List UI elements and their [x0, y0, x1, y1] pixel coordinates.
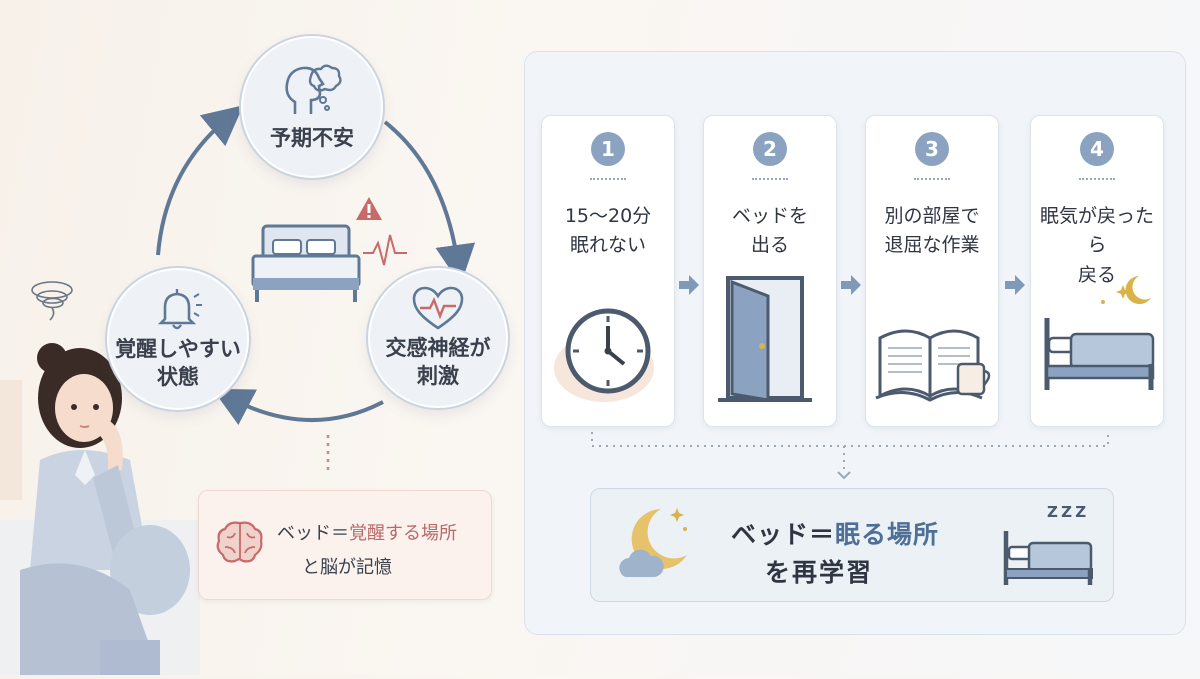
- memory-prefix: ベッド＝: [277, 523, 349, 544]
- step-text: 15〜20分 眠れない: [542, 202, 674, 261]
- step-card-4: 4 眠気が戻ったら 戻る: [1030, 115, 1164, 427]
- cycle-label-anxiety: 予期不安: [270, 124, 354, 152]
- memory-line2: と脳が記憶: [302, 553, 392, 579]
- step-arrow-3: [1005, 275, 1025, 295]
- step-divider: [752, 178, 788, 180]
- step-card-1: 1 15〜20分 眠れない: [541, 115, 675, 427]
- worried-head-icon: [281, 62, 343, 116]
- step-text: ベッドを 出る: [704, 202, 836, 261]
- memory-line1: ベッド＝覚醒する場所: [277, 519, 457, 545]
- step-number: 3: [915, 132, 949, 166]
- step-arrow-1: [679, 275, 699, 295]
- heart-pulse-icon: [412, 286, 464, 330]
- warning-icon: [355, 196, 383, 222]
- step-arrow-2: [841, 275, 861, 295]
- memory-highlight: 覚醒する場所: [349, 523, 457, 544]
- memory-callout: ベッド＝覚醒する場所 と脳が記憶: [198, 490, 492, 600]
- step-divider: [1079, 178, 1115, 180]
- step-card-2: 2 ベッドを 出る: [703, 115, 837, 427]
- result-line1: ベッド＝眠る場所: [731, 515, 939, 551]
- cycle-node-anxiety: 予期不安: [241, 36, 383, 178]
- cycle-label-sympathetic: 交感神経が 刺激: [386, 334, 491, 391]
- result-highlight: 眠る場所: [835, 520, 939, 549]
- brain-icon: [215, 519, 265, 565]
- cycle-node-sympathetic: 交感神経が 刺激: [368, 268, 508, 408]
- result-box: ベッド＝眠る場所 を再学習 Z Z Z: [590, 488, 1114, 602]
- sleeping-bed-icon: [1001, 525, 1097, 589]
- step-number: 1: [591, 132, 625, 166]
- open-door-icon: [704, 276, 836, 416]
- step-text: 別の部屋で 退屈な作業: [866, 202, 998, 261]
- result-line2: を再学習: [765, 553, 873, 589]
- step-card-3: 3 別の部屋で 退屈な作業: [865, 115, 999, 427]
- bed-moon-icon: [1031, 276, 1163, 416]
- result-prefix: ベッド＝: [731, 520, 835, 549]
- step-number: 4: [1080, 132, 1114, 166]
- steps-bracket: [580, 430, 1120, 486]
- step-divider: [914, 178, 950, 180]
- book-mug-icon: [866, 276, 998, 416]
- step-number: 2: [753, 132, 787, 166]
- cycle-node-awake: 覚醒しやすい 状態: [107, 268, 249, 410]
- alarm-bell-icon: [153, 287, 203, 331]
- cycle-label-awake: 覚醒しやすい 状態: [115, 335, 241, 392]
- step-divider: [590, 178, 626, 180]
- zzz-text: Z Z Z: [1047, 503, 1085, 521]
- clock-icon: [542, 276, 674, 416]
- moon-cloud-icon: [615, 503, 695, 585]
